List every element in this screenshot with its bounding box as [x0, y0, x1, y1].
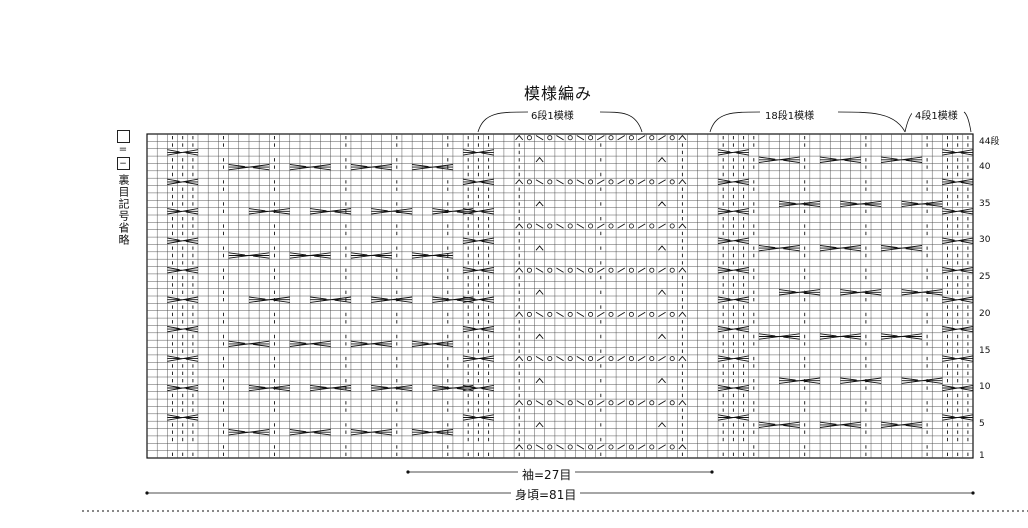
repeat-label-18row: 18段1模様 — [762, 107, 818, 122]
yarn-over-symbol — [669, 223, 675, 229]
yarn-over-symbol — [649, 179, 655, 185]
repeat-label-6row: 6段1模様 — [528, 107, 577, 122]
yarn-over-symbol — [567, 400, 573, 406]
yarn-over-symbol — [588, 311, 594, 317]
legend-note: 裏目記号省略 — [117, 174, 130, 246]
yarn-over-symbol — [567, 267, 573, 273]
yarn-over-symbol — [628, 267, 634, 273]
yarn-over-symbol — [628, 444, 634, 450]
yarn-over-symbol — [649, 267, 655, 273]
yarn-over-symbol — [608, 135, 614, 141]
row-number: 35 — [979, 199, 991, 209]
yarn-over-symbol — [608, 223, 614, 229]
yarn-over-symbol — [628, 179, 634, 185]
yarn-over-symbol — [526, 179, 532, 185]
yarn-over-symbol — [649, 135, 655, 141]
yarn-over-symbol — [588, 267, 594, 273]
legend-empty-square-icon — [116, 130, 130, 143]
yarn-over-symbol — [526, 135, 532, 141]
row-number: 10 — [979, 382, 991, 392]
yarn-over-symbol — [669, 311, 675, 317]
yarn-over-symbol — [547, 444, 553, 450]
yarn-over-symbol — [628, 223, 634, 229]
yarn-over-symbol — [567, 444, 573, 450]
yarn-over-symbol — [669, 444, 675, 450]
yarn-over-symbol — [588, 223, 594, 229]
legend-equals: = — [118, 144, 128, 155]
yarn-over-symbol — [588, 135, 594, 141]
row-number: 25 — [979, 272, 991, 282]
row-number: 30 — [979, 235, 991, 245]
yarn-over-symbol — [608, 267, 614, 273]
yarn-over-symbol — [649, 444, 655, 450]
row-number: 40 — [979, 162, 991, 172]
yarn-over-symbol — [567, 311, 573, 317]
yarn-over-symbol — [669, 267, 675, 273]
yarn-over-symbol — [567, 223, 573, 229]
yarn-over-symbol — [567, 135, 573, 141]
yarn-over-symbol — [669, 135, 675, 141]
row-number: 1 — [979, 451, 985, 461]
yarn-over-symbol — [547, 223, 553, 229]
yarn-over-symbol — [547, 267, 553, 273]
yarn-over-symbol — [547, 135, 553, 141]
repeat-bracket-18row — [709, 111, 906, 133]
yarn-over-symbol — [649, 356, 655, 362]
yarn-over-symbol — [526, 311, 532, 317]
legend-purl-square-icon: − — [116, 157, 130, 170]
yarn-over-symbol — [628, 400, 634, 406]
yarn-over-symbol — [567, 356, 573, 362]
yarn-over-symbol — [608, 356, 614, 362]
yarn-over-symbol — [547, 179, 553, 185]
yarn-over-symbol — [669, 400, 675, 406]
repeat-label-4row: 4段1模様 — [912, 107, 961, 122]
yarn-over-symbol — [588, 400, 594, 406]
yarn-over-symbol — [669, 179, 675, 185]
yarn-over-symbol — [608, 444, 614, 450]
yarn-over-symbol — [649, 223, 655, 229]
yarn-over-symbol — [526, 400, 532, 406]
body-line-end-dot — [971, 491, 975, 495]
yarn-over-symbol — [608, 400, 614, 406]
row-number: 5 — [979, 419, 985, 429]
yarn-over-symbol — [588, 444, 594, 450]
yarn-over-symbol — [526, 223, 532, 229]
body-width-label: 身頃=81目 — [511, 486, 581, 503]
yarn-over-symbol — [567, 179, 573, 185]
yarn-over-symbol — [526, 356, 532, 362]
stitch-symbols — [167, 134, 974, 456]
yarn-over-symbol — [628, 356, 634, 362]
body-line-start-dot — [145, 491, 149, 495]
sleeve-width-label: 袖=27目 — [518, 466, 576, 483]
yarn-over-symbol — [526, 444, 532, 450]
yarn-over-symbol — [669, 356, 675, 362]
yarn-over-symbol — [608, 311, 614, 317]
yarn-over-symbol — [649, 311, 655, 317]
yarn-over-symbol — [547, 311, 553, 317]
yarn-over-symbol — [628, 311, 634, 317]
yarn-over-symbol — [526, 267, 532, 273]
yarn-over-symbol — [547, 400, 553, 406]
chart-title: 模様編み — [523, 84, 592, 103]
symbol-legend: = − 裏目記号省略 — [114, 130, 132, 246]
grid-lines — [147, 134, 973, 458]
yarn-over-symbol — [588, 356, 594, 362]
sleeve-line-end-dot — [710, 470, 714, 474]
row-number: 20 — [979, 309, 991, 319]
row-number: 44段 — [979, 137, 1000, 147]
yarn-over-symbol — [649, 400, 655, 406]
row-number: 15 — [979, 346, 991, 356]
yarn-over-symbol — [608, 179, 614, 185]
yarn-over-symbol — [588, 179, 594, 185]
yarn-over-symbol — [547, 356, 553, 362]
repeat-bracket-6row — [477, 111, 643, 133]
sleeve-line-start-dot — [406, 470, 410, 474]
yarn-over-symbol — [628, 135, 634, 141]
